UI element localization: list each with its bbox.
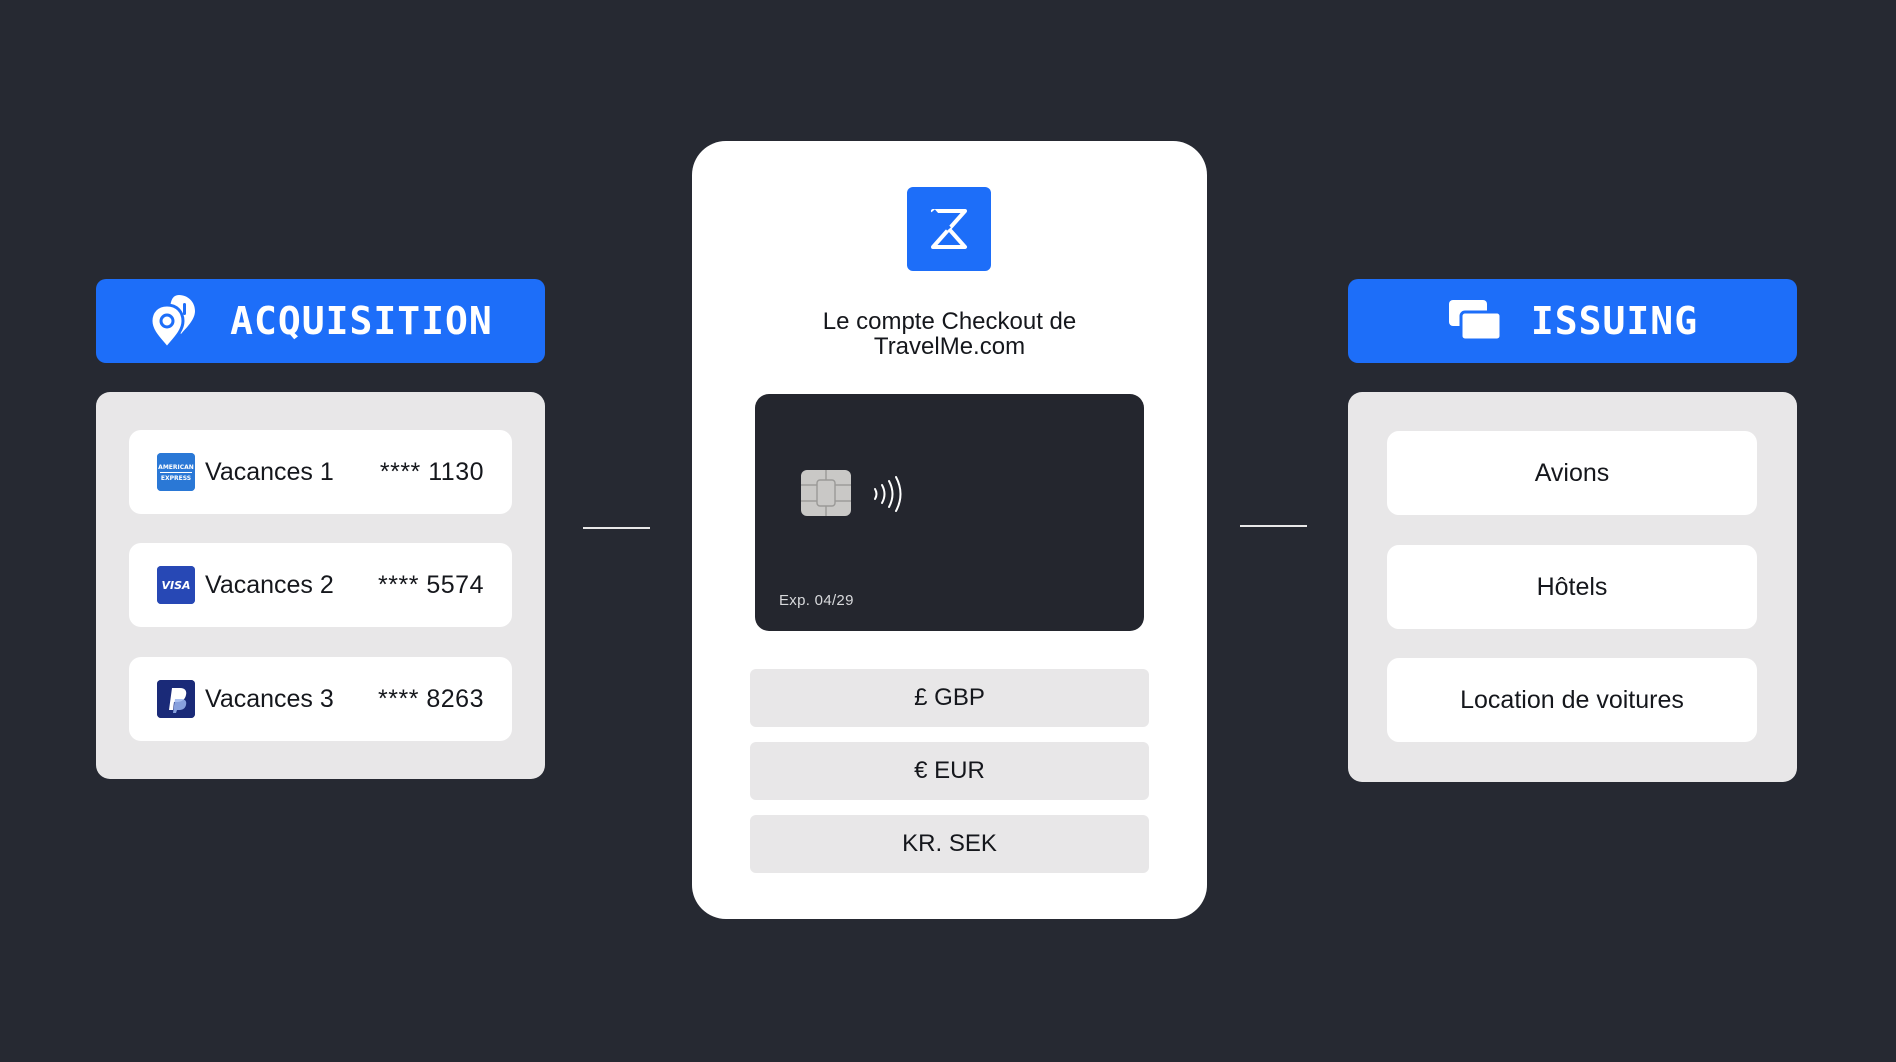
currency-gbp: £ GBP	[750, 669, 1149, 727]
acquisition-panel: AMERICAN EXPRESS Vacances 1 **** 1130 VI…	[96, 392, 545, 779]
acquisition-row-name: Vacances 1	[205, 457, 334, 486]
svg-text:AMERICAN: AMERICAN	[158, 464, 194, 471]
checkout-logo-icon	[907, 187, 991, 271]
svg-text:EXPRESS: EXPRESS	[161, 475, 191, 482]
account-title-line1: Le compte Checkout de	[822, 308, 1077, 335]
card-expiry: Exp. 04/29	[779, 592, 854, 609]
acquisition-title: ACQUISITION	[230, 299, 493, 343]
visa-icon: VISA	[157, 566, 195, 604]
chip-icon	[801, 470, 851, 521]
issuing-panel: Avions Hôtels Location de voitures	[1348, 392, 1797, 782]
issuing-row-flights[interactable]: Avions	[1387, 431, 1757, 515]
svg-text:VISA: VISA	[161, 579, 190, 592]
issuing-header: ISSUING	[1348, 279, 1797, 363]
acquisition-row[interactable]: VISA Vacances 2 **** 5574	[129, 543, 512, 627]
amex-icon: AMERICAN EXPRESS	[157, 453, 195, 491]
currency-sek: KR. SEK	[750, 815, 1149, 873]
issuing-row-hotels[interactable]: Hôtels	[1387, 545, 1757, 629]
account-title-line2: TravelMe.com	[873, 333, 1026, 360]
issuing-row-car-rental[interactable]: Location de voitures	[1387, 658, 1757, 742]
issuing-title: ISSUING	[1530, 299, 1699, 343]
cards-icon	[1447, 298, 1503, 344]
right-connector-line	[1240, 525, 1307, 527]
location-pins-icon	[148, 292, 202, 350]
acquisition-row[interactable]: AMERICAN EXPRESS Vacances 1 **** 1130	[129, 430, 512, 514]
masked-card-number: **** 8263	[378, 684, 484, 713]
currency-eur: € EUR	[750, 742, 1149, 800]
payment-card: Exp. 04/29	[755, 394, 1144, 631]
acquisition-row-name: Vacances 2	[205, 570, 334, 599]
paypal-icon	[157, 680, 195, 718]
acquisition-header: ACQUISITION	[96, 279, 545, 363]
acquisition-row[interactable]: Vacances 3 **** 8263	[129, 657, 512, 741]
account-title: Le compte Checkout de TravelMe.com	[692, 309, 1207, 359]
acquisition-row-name: Vacances 3	[205, 684, 334, 713]
left-connector-line	[583, 527, 650, 529]
contactless-icon	[871, 474, 907, 519]
masked-card-number: **** 5574	[378, 570, 484, 599]
account-card: Le compte Checkout de TravelMe.com	[692, 141, 1207, 919]
masked-card-number: **** 1130	[379, 457, 484, 486]
